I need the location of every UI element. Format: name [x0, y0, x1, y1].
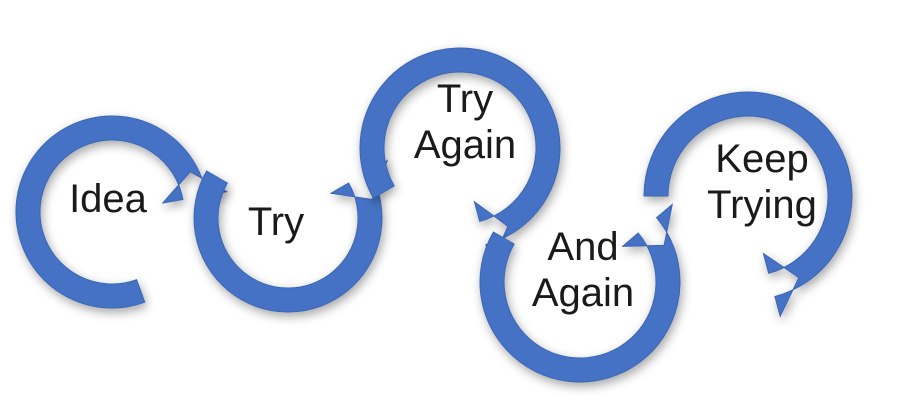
stage-label-idea: Idea: [58, 176, 158, 222]
stage-label-try-again: Try Again: [400, 76, 530, 168]
stage-label-line: Keep: [715, 137, 809, 181]
stage-label-line: Try: [247, 200, 305, 244]
stage-label-try: Try: [236, 199, 316, 245]
stage-label-line: Trying: [707, 183, 817, 227]
arrow-keep-trying: [643, 91, 853, 318]
stage-label-line: Try: [436, 77, 494, 121]
stage-label-and-again: And Again: [518, 224, 648, 316]
arrow-and-again: [479, 203, 681, 383]
stage-label-line: Idea: [69, 177, 147, 221]
stage-label-line: Again: [413, 123, 517, 167]
stage-label-line: Again: [531, 271, 635, 315]
arrow-try-again: [359, 47, 561, 266]
stage-label-line: And: [547, 225, 619, 269]
stage-label-keep-trying: Keep Trying: [692, 136, 832, 228]
